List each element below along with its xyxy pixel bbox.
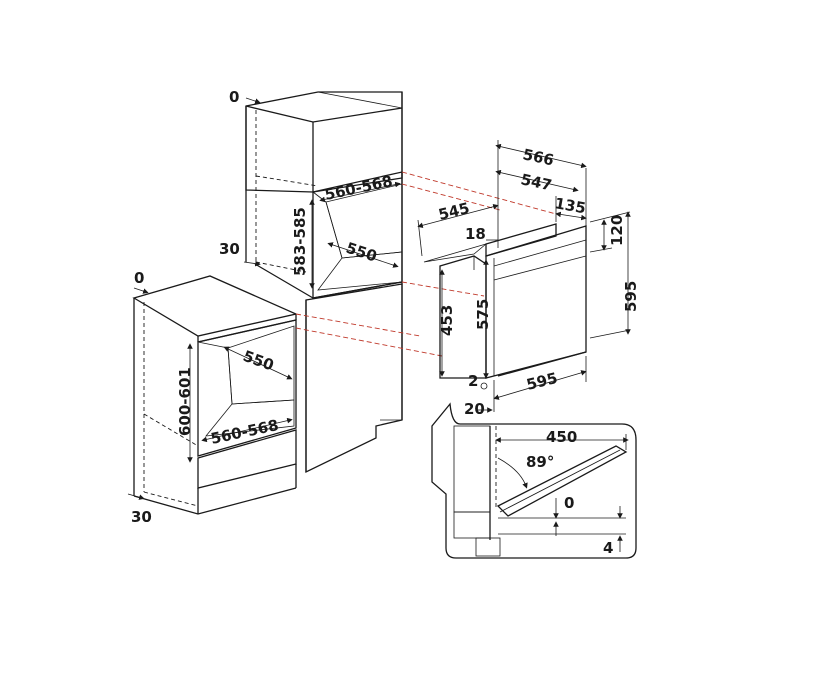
door-angle-label: 89° — [526, 453, 554, 471]
oven-side-depth-label: 545 — [437, 199, 472, 224]
door-bottom-gap-label: 4 — [603, 539, 613, 557]
base-top-gap-label: 0 — [134, 269, 144, 287]
tall-left-offset-label: 30 — [219, 240, 240, 258]
tall-cabinet — [243, 91, 403, 474]
oven-unit — [417, 140, 631, 413]
oven-door-thickness-label: 18 — [465, 225, 486, 243]
base-bottom-offset-label: 30 — [131, 508, 152, 526]
oven-gap-small-label: 2 — [468, 372, 478, 390]
oven-body-height-label: 575 — [474, 299, 492, 330]
door-level-gap-label: 0 — [564, 494, 574, 512]
base-niche-depth-label: 550 — [241, 347, 277, 375]
base-niche-height-label: 600-601 — [176, 367, 194, 436]
tall-niche-depth-label: 550 — [344, 239, 379, 266]
tall-niche-width-label: 560-568 — [323, 172, 394, 204]
oven-width-label: 595 — [525, 369, 560, 394]
oven-body-depth-label: 547 — [519, 170, 553, 194]
base-cabinet — [127, 275, 299, 515]
oven-gap-front-label: 20 — [464, 400, 485, 418]
tall-top-gap-label: 0 — [229, 88, 239, 106]
oven-total-height-label: 595 — [622, 281, 640, 312]
oven-inner-height-label: 453 — [438, 305, 456, 336]
door-detail-box — [431, 402, 637, 559]
oven-total-depth-label: 566 — [521, 145, 555, 169]
door-length-label: 450 — [546, 428, 577, 446]
oven-control-height-label: 120 — [608, 215, 626, 246]
tall-niche-height-label: 583-585 — [291, 207, 309, 276]
oven-panel-depth-label: 135 — [553, 194, 587, 217]
